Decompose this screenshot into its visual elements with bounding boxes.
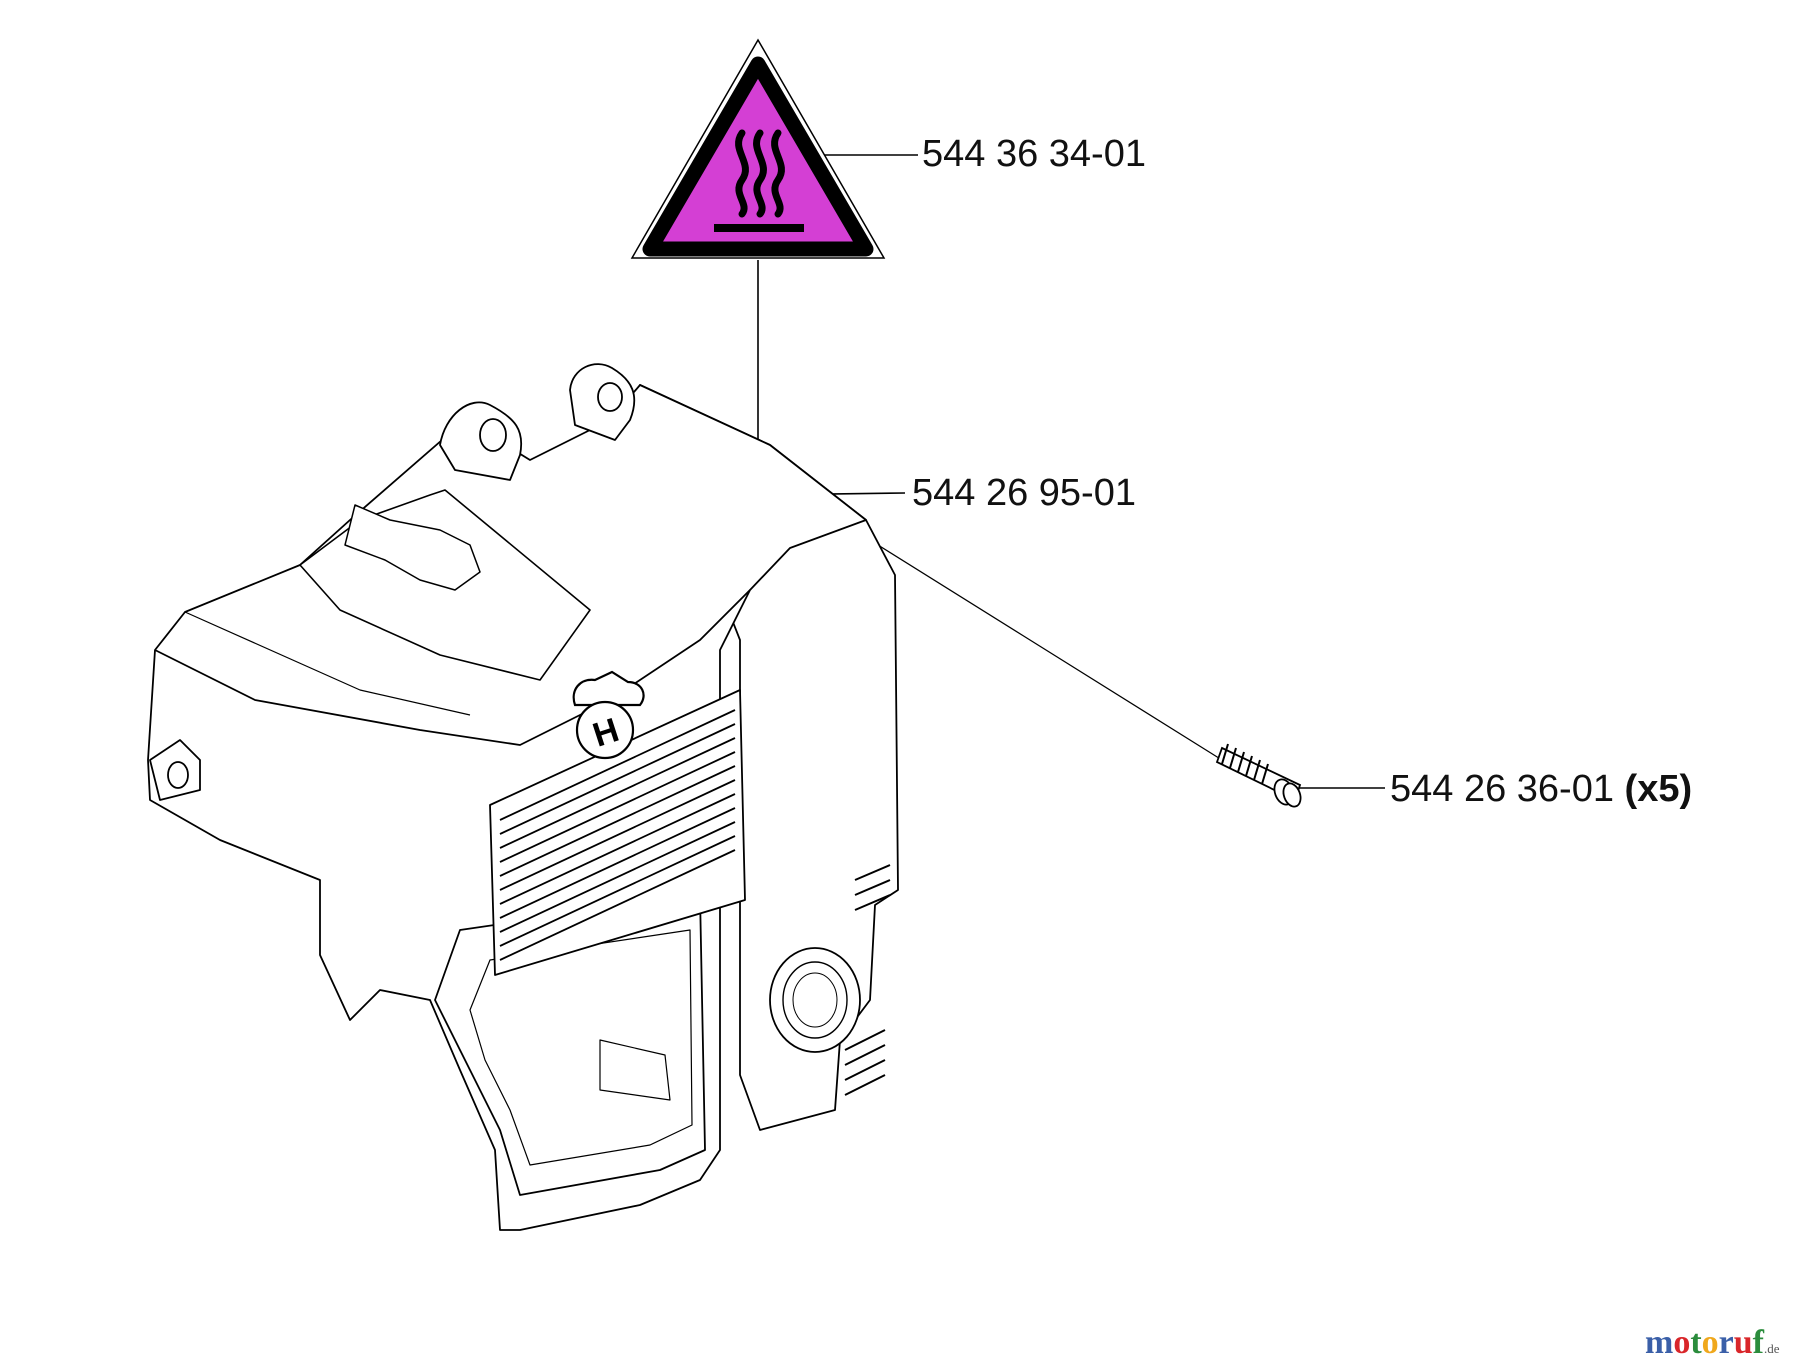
part-label-cylinder-cover: 544 26 95-01 <box>912 474 1136 512</box>
heat-waves-icon <box>735 129 785 218</box>
part-label-screw: 544 26 36-01 (x5) <box>1390 770 1692 808</box>
cover-ridge-inner <box>184 611 471 716</box>
side-notch-hole <box>167 761 189 789</box>
side-port-core <box>792 972 838 1028</box>
part-quantity: (x5) <box>1624 768 1693 810</box>
watermark-letter: f <box>1752 1324 1764 1361</box>
inner-rib <box>599 1039 671 1101</box>
part-label-warning-label: 544 36 34-01 <box>922 135 1146 173</box>
watermark-letter: t <box>1690 1324 1702 1361</box>
brand-emblem-icon: H <box>572 670 645 760</box>
screw-drawing <box>1215 743 1302 808</box>
part-number: 544 36 34-01 <box>922 133 1146 175</box>
watermark-logo: motoruf.de <box>1645 1326 1780 1360</box>
watermark-letter: o <box>1673 1324 1691 1361</box>
screw-axis-line <box>869 539 1223 761</box>
side-ribs <box>844 864 891 1096</box>
watermark-letter: u <box>1733 1324 1753 1361</box>
mount-ear-hole-left <box>479 418 507 452</box>
vent-slats <box>499 709 736 961</box>
cover-top-ridge <box>154 589 751 746</box>
part-number: 544 26 36-01 <box>1390 768 1614 810</box>
watermark-letter: m <box>1645 1324 1674 1361</box>
vent-grille-frame <box>489 689 746 976</box>
keyhole-recess <box>344 504 481 591</box>
hot-surface-warning-icon <box>630 38 886 259</box>
mount-ear-hole-right <box>597 382 623 412</box>
watermark-letter: o <box>1701 1324 1719 1361</box>
watermark-letter: r <box>1718 1324 1734 1361</box>
cylinder-cover-drawing <box>147 363 899 1231</box>
part-number: 544 26 95-01 <box>912 472 1136 514</box>
watermark-suffix: .de <box>1764 1341 1780 1356</box>
